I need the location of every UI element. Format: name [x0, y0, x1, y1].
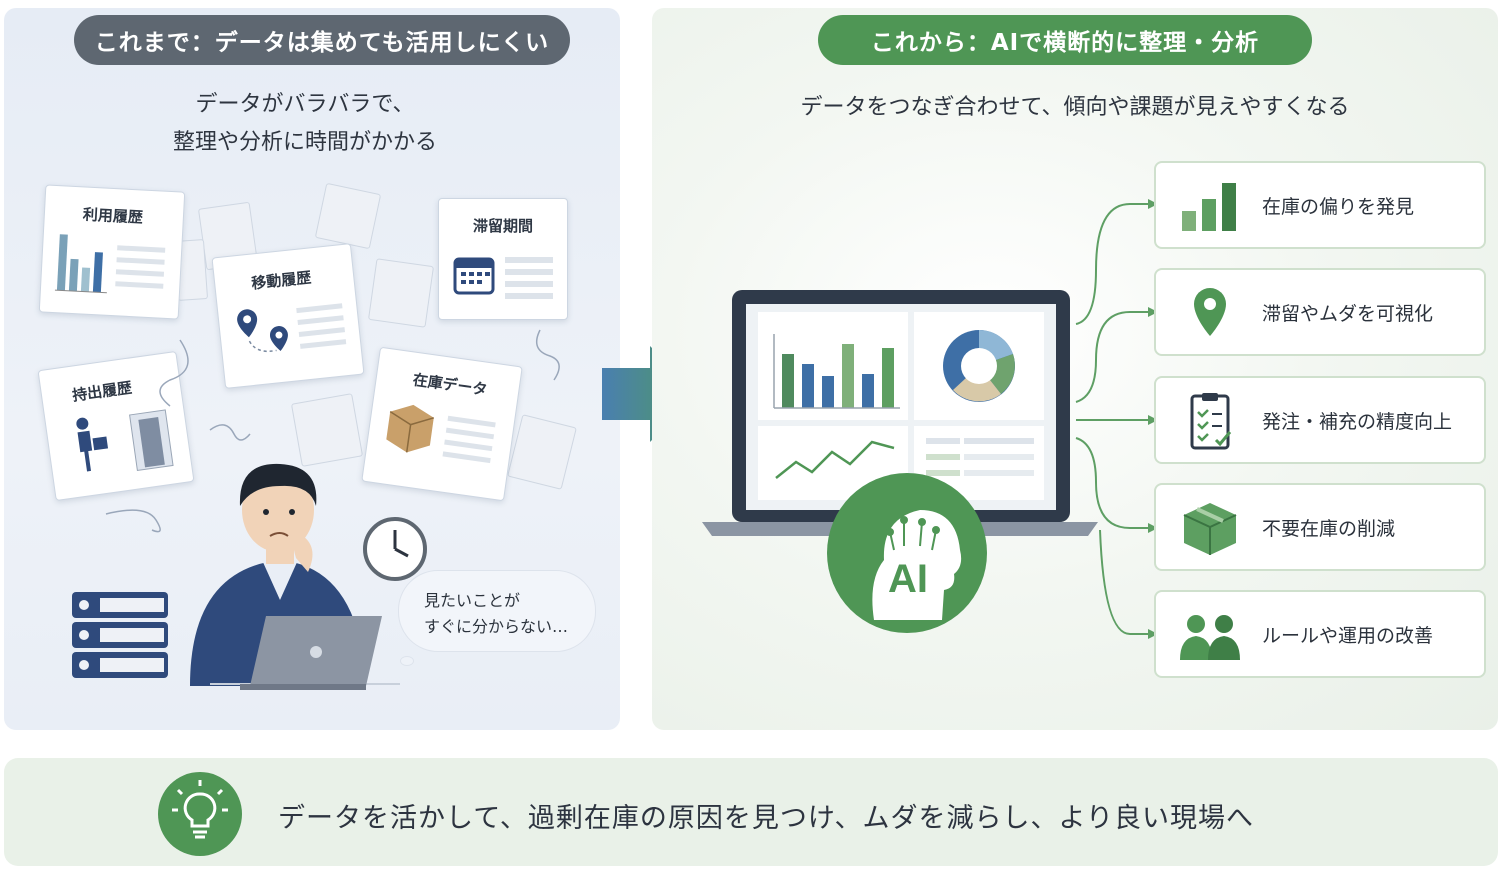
thought-bubble	[398, 570, 596, 652]
conclusion-bar	[4, 758, 1498, 866]
retention-period-title: 滞留期間	[473, 217, 534, 235]
benefit-card: 発注・補充の精度向上	[1154, 376, 1486, 464]
inventory-data-doc: 在庫データ	[361, 346, 523, 502]
benefit-label: 滞留やムダを可視化	[1262, 302, 1434, 325]
usage-history-title: 利用履歴	[82, 205, 144, 227]
calendar-icon	[453, 257, 553, 299]
people-icon	[1180, 615, 1240, 660]
ai-brain-icon: AI	[827, 473, 987, 633]
location-pin-icon	[1194, 288, 1226, 336]
movement-history-doc: 移動履歴	[211, 243, 365, 389]
loose-paper	[367, 258, 435, 328]
dashboard-laptop-illustration	[702, 290, 1098, 536]
thought-bubble-text: 見たいことが すぐに分からない…	[424, 588, 594, 640]
benefit-card: 滞留やムダを可視化	[1154, 268, 1486, 356]
bubble-dot	[400, 656, 414, 666]
bubble-line1: 見たいことが	[424, 591, 521, 610]
loose-paper	[314, 182, 382, 250]
location-pin-icon	[237, 303, 347, 353]
connector-lines	[1075, 199, 1158, 639]
bar-chart-icon	[54, 234, 166, 294]
clock-icon	[363, 517, 427, 581]
retention-period-doc: 滞留期間	[438, 198, 568, 320]
benefit-label: 発注・補充の精度向上	[1262, 410, 1453, 433]
bar-chart-icon	[1182, 183, 1236, 231]
box-icon	[386, 404, 496, 464]
laptop-icon	[240, 616, 382, 690]
benefit-label: 不要在庫の削減	[1262, 517, 1396, 540]
decorative-squiggles	[105, 329, 560, 533]
carryout-history-doc: 持出履歴	[37, 350, 195, 502]
bubble-line2: すぐに分からない…	[424, 617, 569, 636]
after-heading: これから：AIで横断的に整理・分析	[818, 15, 1312, 65]
benefit-label: ルールや運用の改善	[1262, 624, 1434, 647]
before-subtitle-line1: データがバラバラで、	[195, 92, 415, 117]
before-subtitle: データがバラバラで、 整理や分析に時間がかかる	[110, 86, 500, 162]
movement-history-title: 移動履歴	[250, 268, 313, 293]
binders-stack	[72, 592, 168, 678]
benefit-label: 在庫の偏りを発見	[1262, 195, 1415, 218]
after-subtitle: データをつなぎ合わせて、傾向や課題が見えやすくなる	[800, 95, 1350, 120]
box-icon	[1183, 503, 1237, 555]
usage-history-doc: 利用履歴	[38, 184, 186, 320]
ai-label: AI	[888, 557, 928, 601]
before-subtitle-line2: 整理や分析に時間がかかる	[172, 130, 437, 155]
before-heading: これまで：データは集めても活用しにくい	[74, 15, 570, 65]
conclusion-message: データを活かして、過剰在庫の原因を見つけ、ムダを減らし、より良い現場へ	[278, 803, 1254, 834]
benefit-card: ルールや運用の改善	[1154, 590, 1486, 678]
clipboard-check-icon	[1190, 393, 1232, 450]
lightbulb-icon-circle	[158, 772, 242, 856]
person-carrying-icon	[76, 409, 174, 472]
benefit-card: 在庫の偏りを発見	[1154, 161, 1486, 249]
lightbulb-icon	[172, 780, 228, 839]
benefit-card: 不要在庫の削減	[1154, 483, 1486, 571]
